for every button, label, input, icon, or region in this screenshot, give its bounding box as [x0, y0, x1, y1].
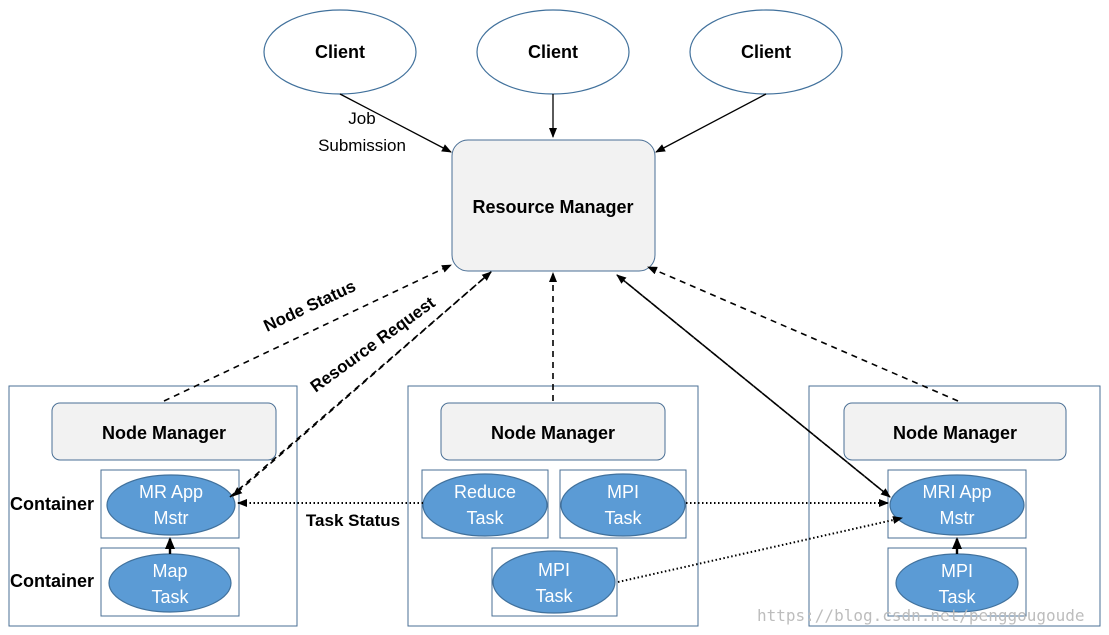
task-map-line1: Map — [152, 561, 187, 581]
task-mpi-right: MPI Task — [895, 553, 1019, 613]
node-status-label: Node Status — [261, 276, 359, 335]
edge-client3-rm — [655, 93, 767, 153]
task-reduce: Reduce Task — [422, 473, 548, 537]
task-reduce-line2: Task — [466, 508, 504, 528]
client-3-label: Client — [741, 42, 791, 62]
client-3: Client — [689, 9, 843, 95]
task-mpi-center-top: MPI Task — [560, 473, 686, 537]
task-mr-app-mstr-line2: Mstr — [154, 508, 189, 528]
task-mri-app-mstr-line2: Mstr — [940, 508, 975, 528]
task-status-label: Task Status — [306, 511, 400, 530]
task-reduce-line1: Reduce — [454, 482, 516, 502]
client-1-label: Client — [315, 42, 365, 62]
task-mpi-center-bottom-line2: Task — [535, 586, 573, 606]
node-manager-left-label: Node Manager — [102, 423, 226, 443]
container-label-1: Container — [10, 494, 94, 514]
node-manager-right-label: Node Manager — [893, 423, 1017, 443]
job-submission-label-line1: Job — [348, 109, 375, 128]
job-submission-label-line2: Submission — [318, 136, 406, 155]
task-mpi-center-bottom: MPI Task — [492, 550, 616, 614]
container-label-2: Container — [10, 571, 94, 591]
task-mri-app-mstr: MRI App Mstr — [889, 474, 1025, 536]
resource-manager-label: Resource Manager — [472, 197, 633, 217]
task-mpi-center-top-line2: Task — [604, 508, 642, 528]
task-mr-app-mstr-line1: MR App — [139, 482, 203, 502]
edge-rm-mri-app — [616, 274, 891, 498]
edge-nm-left-rm — [163, 264, 452, 402]
edge-mri-app-rm — [616, 274, 891, 498]
watermark-text: https://blog.csdn.net/penggougoude — [757, 606, 1085, 625]
node-manager-center-label: Node Manager — [491, 423, 615, 443]
task-mr-app-mstr: MR App Mstr — [106, 474, 236, 536]
node-manager-left: Node Manager — [51, 402, 277, 461]
edge-mpi-bottom-mri-app — [617, 516, 903, 583]
task-mpi-center-top-line1: MPI — [607, 482, 639, 502]
task-map-line2: Task — [151, 587, 189, 607]
task-mpi-right-line1: MPI — [941, 561, 973, 581]
edge-rm-mr-app — [232, 271, 492, 497]
task-map: Map Task — [108, 553, 232, 613]
node-manager-center: Node Manager — [440, 402, 666, 461]
task-mri-app-mstr-line1: MRI App — [922, 482, 991, 502]
client-1: Client — [263, 9, 417, 95]
edge-client1-rm — [339, 93, 452, 153]
edge-nm-right-rm — [647, 266, 959, 402]
task-mpi-center-bottom-line1: MPI — [538, 560, 570, 580]
node-manager-right: Node Manager — [843, 402, 1067, 461]
client-2-label: Client — [528, 42, 578, 62]
task-mpi-right-line2: Task — [938, 587, 976, 607]
resource-manager: Resource Manager — [451, 139, 656, 272]
client-2: Client — [476, 9, 630, 95]
